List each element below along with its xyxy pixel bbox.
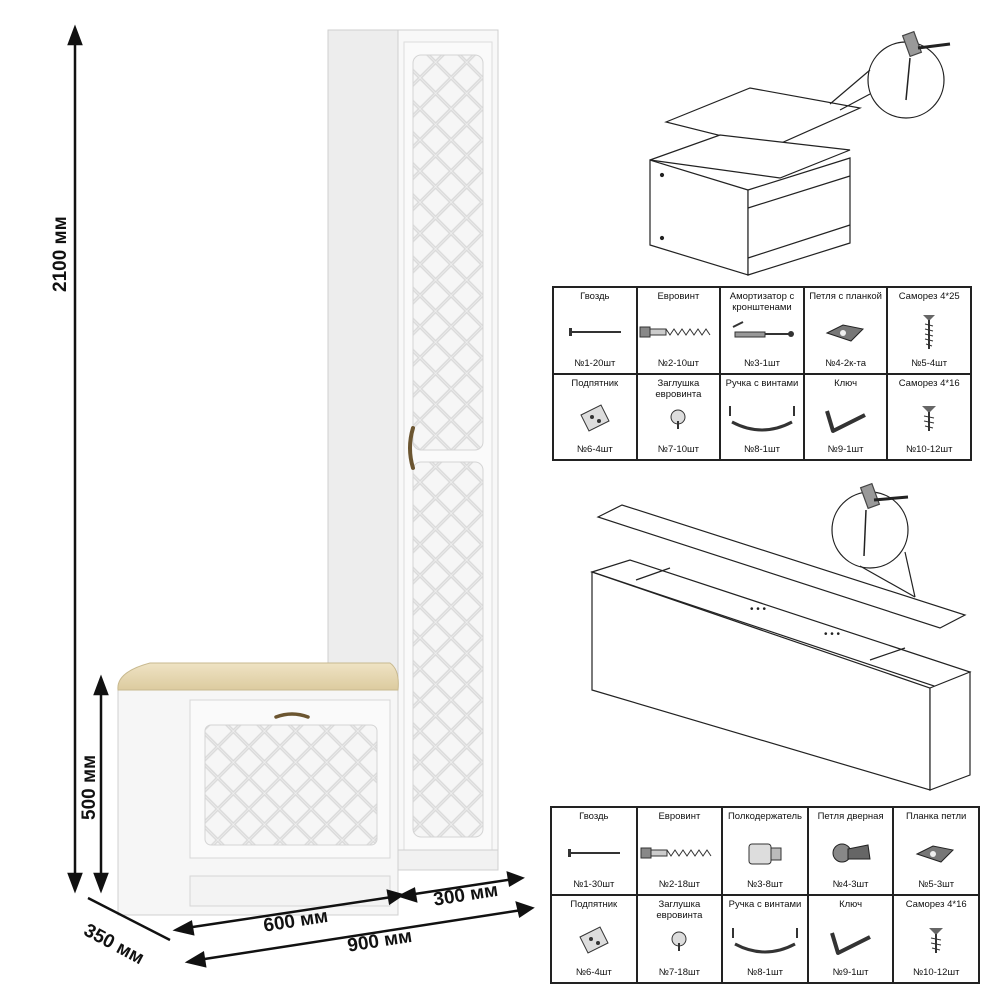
part-quantity: №8-1шт: [744, 444, 780, 455]
short-screw-icon: [888, 397, 970, 442]
hex-key-icon: [809, 918, 893, 964]
euroscrew-icon: [638, 830, 722, 876]
part-cell: Саморез 4*16 №10-12шт: [887, 373, 971, 460]
part-quantity: №7-10шт: [657, 444, 699, 455]
part-quantity: №2-10шт: [657, 357, 699, 369]
part-quantity: №5-4шт: [911, 357, 948, 369]
part-name: Планка петли: [906, 811, 967, 822]
part-quantity: №2-18шт: [658, 879, 700, 890]
part-name: Петля с планкой: [809, 291, 882, 302]
part-name: Гвоздь: [580, 291, 610, 302]
foot-pad-icon: [554, 397, 636, 442]
part-name: Ключ: [839, 899, 863, 910]
part-cell: Амортизатор с кронштенами №3-1шт: [720, 287, 804, 374]
height-total-label: 2100 мм: [50, 216, 71, 292]
short-screw-icon: [894, 918, 978, 964]
part-cell: Гвоздь №1-30шт: [551, 807, 637, 895]
euroscrew-icon: [638, 310, 720, 355]
shelf-support-icon: [723, 830, 807, 876]
part-quantity: №4-2к-та: [825, 357, 866, 369]
part-quantity: №9-1шт: [832, 967, 869, 978]
part-name: Ключ: [834, 377, 858, 389]
wood-screw-icon: [888, 310, 970, 355]
gas-spring-icon: [721, 310, 803, 355]
part-name: Гвоздь: [579, 811, 609, 822]
part-quantity: №1-20шт: [574, 357, 616, 369]
height-bench-label: 500 мм: [79, 754, 100, 820]
cabinet-box-drawing: • • • • • •: [590, 482, 972, 791]
part-cell: Подпятник №6-4шт: [553, 373, 637, 460]
part-name: Амортизатор с кронштенами: [729, 291, 795, 313]
part-quantity: №8-1шт: [747, 967, 783, 978]
part-cell: Ручка с винтами №8-1шт: [720, 373, 804, 460]
hinge-plate-icon: [805, 310, 887, 355]
shoe-bench: [117, 662, 399, 916]
part-name: Заглушка евровинта: [656, 899, 703, 921]
furniture-illustration: [67, 24, 535, 968]
part-quantity: №4-3шт: [832, 879, 869, 890]
svg-text:• • •: • • •: [750, 604, 767, 615]
part-name: Полкодержатель: [727, 811, 802, 822]
part-cell: Ключ №9-1шт: [803, 373, 888, 460]
part-quantity: №6-4шт: [576, 444, 613, 455]
handle-icon: [721, 397, 803, 442]
part-cell: Заглушка евровинта №7-10шт: [636, 373, 721, 460]
door-hinge-icon: [809, 830, 893, 876]
part-name: Ручка с винтами: [725, 377, 799, 389]
part-cell: Саморез 4*16 №10-12шт: [893, 895, 979, 983]
bench-box-drawing: [649, 30, 951, 276]
cap-icon: [638, 397, 720, 442]
part-quantity: №7-18шт: [658, 967, 700, 978]
hinge-plate-icon: [894, 830, 978, 876]
part-cell: Гвоздь №1-20шт: [553, 287, 637, 374]
hex-key-icon: [805, 397, 887, 442]
part-cell: Евровинт №2-18шт: [636, 807, 723, 895]
nail-icon: [554, 310, 636, 355]
part-quantity: №3-8шт: [747, 879, 783, 890]
parts-table-cabinet: Гвоздь №1-30шт Евровинт №2-18шт Полкодержате…: [550, 806, 980, 984]
part-name: Саморез 4*16: [905, 899, 967, 910]
part-cell: Планка петли №5-3шт: [893, 807, 979, 895]
handle-icon: [723, 918, 807, 964]
part-name: Подпятник: [570, 899, 618, 910]
part-quantity: №10-12шт: [905, 444, 953, 455]
part-name: Заглушка евровинта: [655, 377, 702, 400]
part-cell: Евровинт №2-10шт: [636, 287, 721, 374]
bench-handle: [274, 712, 310, 719]
part-name: Евровинт: [658, 811, 701, 822]
part-name: Саморез 4*16: [898, 377, 960, 389]
part-cell: Полкодержатель №3-8шт: [722, 807, 808, 895]
part-quantity: №5-3шт: [918, 879, 955, 890]
part-cell: Ручка с винтами №8-1шт: [722, 895, 808, 983]
part-name: Саморез 4*25: [898, 291, 960, 302]
part-quantity: №1-30шт: [573, 879, 615, 890]
part-cell: Подпятник №6-4шт: [551, 895, 637, 983]
part-quantity: №10-12шт: [912, 967, 960, 978]
tall-cabinet: [327, 29, 499, 871]
cabinet-handle: [408, 426, 415, 470]
cap-icon: [638, 918, 722, 964]
part-cell: Саморез 4*25 №5-4шт: [887, 287, 971, 374]
part-name: Петля дверная: [817, 811, 884, 822]
part-cell: Заглушка евровинта №7-18шт: [636, 895, 723, 983]
part-cell: Петля дверная №4-3шт: [807, 807, 894, 895]
part-quantity: №6-4шт: [575, 967, 612, 978]
part-name: Ручка с винтами: [728, 899, 802, 910]
parts-table-bench: Гвоздь №1-20шт Евровинт №2-10шт Амортизатор …: [552, 286, 972, 461]
nail-icon: [552, 830, 636, 876]
foot-pad-icon: [552, 918, 636, 964]
part-cell: Ключ №9-1шт: [807, 895, 894, 983]
part-name: Подпятник: [571, 377, 619, 389]
svg-text:• • •: • • •: [824, 629, 841, 640]
part-quantity: №9-1шт: [827, 444, 864, 455]
part-name: Евровинт: [657, 291, 700, 302]
part-quantity: №3-1шт: [744, 357, 780, 369]
part-cell: Петля с планкой №4-2к-та: [803, 287, 888, 374]
